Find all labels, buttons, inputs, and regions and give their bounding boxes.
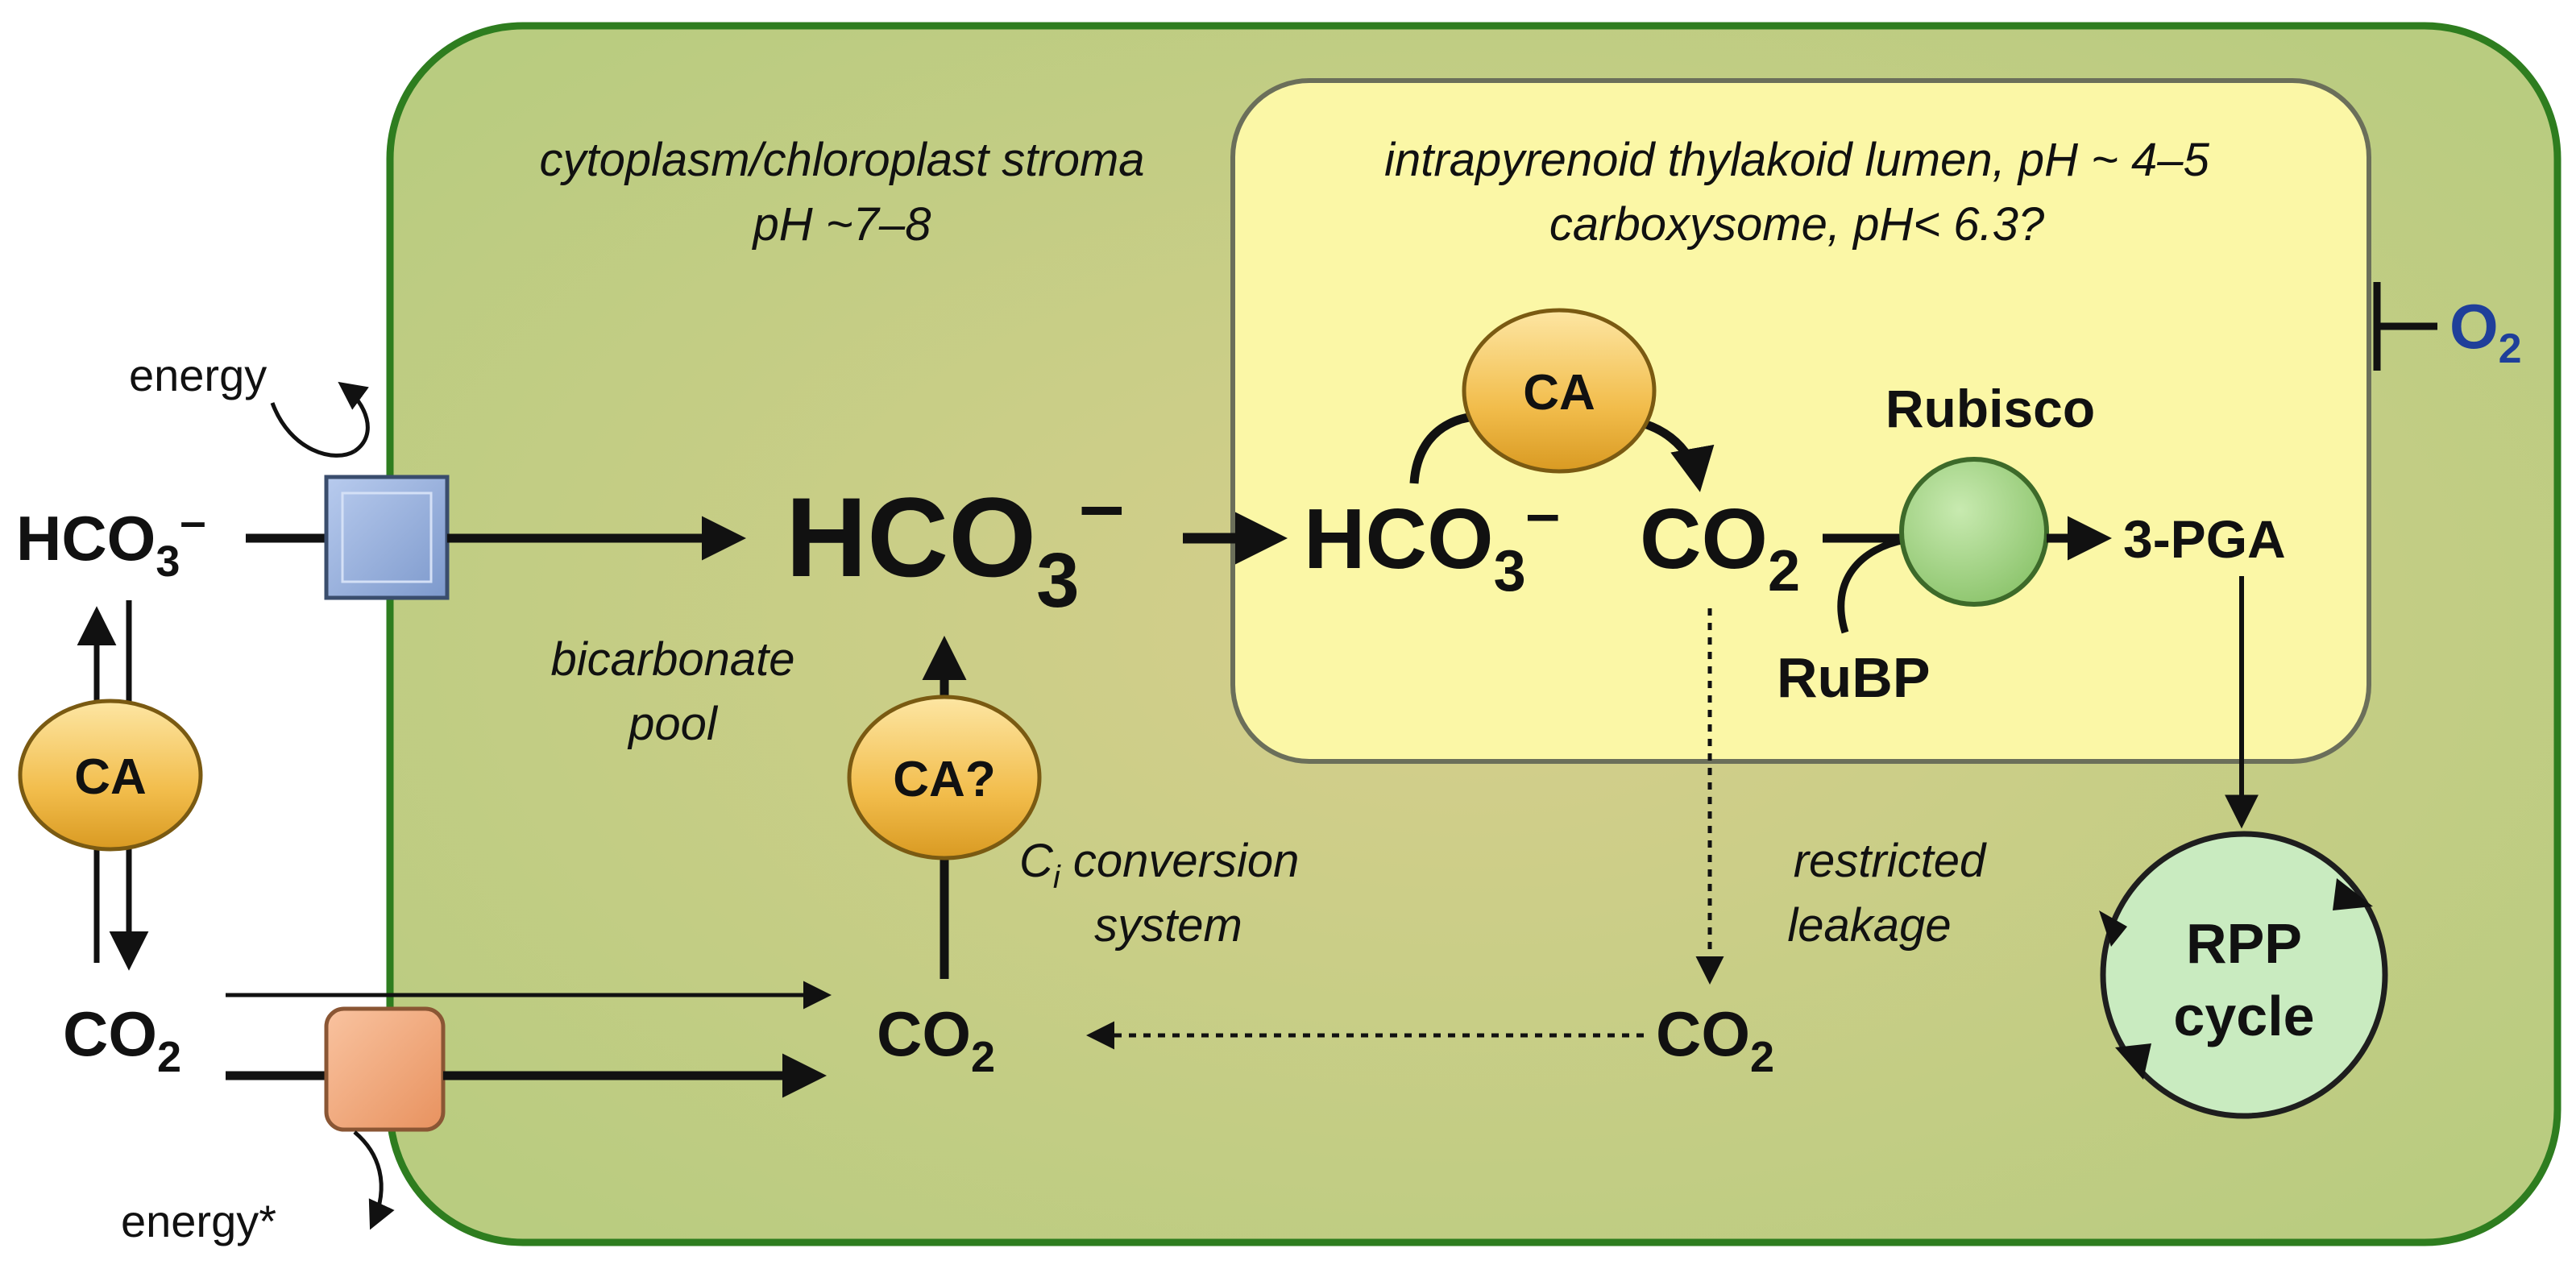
carboxysome-label: carboxysome, pH< 6.3? [1549,198,2045,251]
pyrenoid-ca-enzyme: CA [1462,308,1657,474]
outside-ca-enzyme: CA [18,699,203,852]
stroma-co2-label: CO2 [877,998,995,1081]
cytoplasm-ph-label: pH ~7–8 [752,198,931,251]
cytoplasm-label: cytoplasm/chloroplast stroma [539,134,1144,186]
stroma-ca-enzyme: CA? [847,695,1042,861]
pyrenoid-co2-label: CO2 [1640,491,1800,603]
outside-hco3-label: HCO3– [16,496,206,586]
bicarbonate-pool-label: bicarbonate [550,633,794,686]
bicarbonate-pool-hco3: HCO3– [786,460,1124,624]
svg-text:CA?: CA? [893,752,995,807]
pyrenoid-label: intrapyrenoid thylakoid lumen, pH ~ 4–5 [1384,134,2209,186]
oxygen-label: O2 [2449,291,2522,372]
restricted-leakage-label: restricted [1794,835,1987,887]
energy-top-label: energy [129,350,267,400]
ci-conversion-label: Ci conversion [1019,835,1299,895]
co2-transporter [324,1006,446,1132]
svg-text:CA: CA [1523,365,1595,421]
rubisco-label: Rubisco [1885,379,2095,438]
pga-label: 3-PGA [2123,509,2286,569]
energy-bottom-label: energy* [121,1196,276,1246]
pyrenoid-hco3-label: HCO3– [1304,479,1560,603]
restricted-leakage-label-2: leakage [1787,899,1951,952]
rpp-cycle: RPP cycle [2099,831,2388,1119]
svg-text:cycle: cycle [2173,985,2314,1047]
svg-text:RPP: RPP [2186,912,2302,975]
oxygen-inhibition: O2 [2373,282,2522,372]
leaked-co2-label: CO2 [1656,998,1774,1081]
ci-conversion-label-2: system [1094,899,1242,952]
bicarbonate-pool-label-2: pool [627,698,719,750]
rubp-label: RuBP [1777,646,1931,709]
bicarbonate-transporter [324,475,450,600]
outside-co2-label: CO2 [63,998,181,1081]
pyrenoid-compartment [1230,78,2371,764]
svg-text:CA: CA [74,749,147,805]
rubisco-enzyme [1899,457,2049,607]
